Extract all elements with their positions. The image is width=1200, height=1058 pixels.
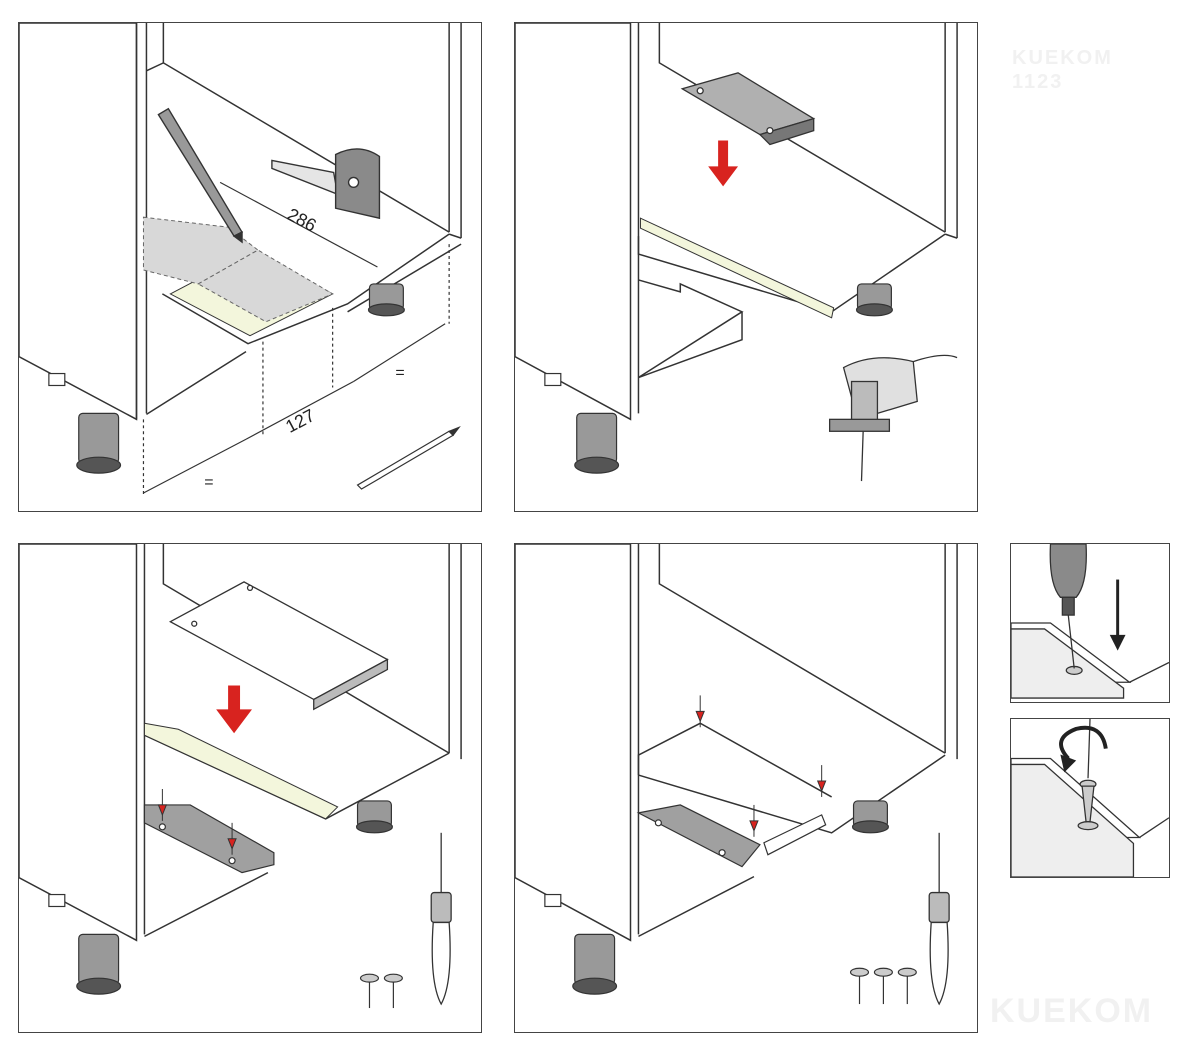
equal-left-dimension-line	[143, 438, 247, 494]
detail-push-panel	[1010, 543, 1170, 703]
detail-rotate-panel	[1010, 718, 1170, 878]
detail-push-illustration	[1011, 544, 1169, 699]
screwdriver-icon	[1049, 544, 1087, 669]
step-1-measure-panel: 286 127 = =	[18, 22, 482, 512]
equal-right-dimension-line	[353, 323, 446, 383]
cabinet-foot-right	[855, 283, 893, 317]
cut-edge-highlight	[143, 722, 339, 820]
screwdriver-icon	[430, 832, 452, 1006]
shelf-front-lower	[146, 351, 247, 415]
cutout-step-edge	[638, 279, 744, 379]
cutout-shaded-front	[197, 249, 334, 323]
pencil-floor-icon	[356, 425, 461, 490]
hob-edge	[1011, 763, 1135, 877]
fixing-bracket	[143, 804, 275, 874]
step-2-illustration	[515, 23, 958, 482]
shelf-front-edge	[162, 233, 450, 345]
cabinet-foot-right	[355, 800, 393, 834]
hob-fixing-bracket	[636, 804, 761, 868]
hob-template-plate	[680, 72, 816, 146]
step-2-cut-panel	[514, 22, 978, 512]
step-4-fix-panel	[514, 543, 978, 1033]
cabinet-left-side	[19, 544, 138, 942]
down-arrow-icon	[216, 685, 252, 734]
shelf-right-edge	[448, 233, 462, 239]
shelf-right-edge	[944, 233, 958, 239]
tape-measure-icon	[271, 148, 381, 220]
down-arrow-icon	[708, 140, 739, 187]
countertop-back-line	[1129, 661, 1169, 683]
cabinet-foot-right	[851, 800, 889, 834]
countertop-back-line	[1139, 817, 1169, 839]
cabinet-back-panel	[162, 544, 450, 754]
shelf-lower-edge	[638, 875, 755, 938]
screw-icon	[1077, 779, 1099, 831]
hob-connector-box	[763, 814, 827, 856]
cabinet-foot-left	[544, 372, 620, 474]
pencil-icon	[157, 107, 244, 244]
detail-rotate-illustration	[1011, 719, 1169, 877]
step-3-illustration	[19, 544, 462, 1009]
screw-icon	[157, 788, 237, 855]
cabinet-left-side	[515, 544, 632, 942]
rotate-arrow-icon	[1059, 725, 1108, 773]
screw-icon	[695, 695, 827, 837]
hob-unit	[168, 581, 389, 711]
cut-edge-highlight	[639, 217, 835, 319]
screw-pair-icon	[359, 973, 403, 1009]
depth-dimension-label: 286	[284, 204, 320, 236]
shelf-front-edge	[637, 233, 946, 313]
shelf-lower-edge	[144, 871, 269, 938]
equal-right-label: =	[395, 365, 404, 382]
width-dimension-line	[245, 380, 354, 440]
screw-set-icon	[849, 967, 917, 1005]
screwdriver-icon	[928, 832, 950, 1006]
step-3-insert-panel	[18, 543, 482, 1033]
shelf-right-lower	[347, 243, 462, 313]
step-4-illustration	[515, 544, 958, 1006]
jigsaw-icon	[828, 354, 958, 482]
watermark-bottom: KUEKOM	[990, 992, 1154, 1030]
cabinet-back-panel	[658, 23, 946, 233]
watermark-top: KUEKOM 1123	[1012, 47, 1113, 93]
cabinet-foot-left	[48, 372, 122, 474]
cabinet-inner-top	[146, 62, 164, 72]
down-arrow-icon	[1109, 579, 1126, 651]
cabinet-foot-left	[48, 893, 122, 995]
cabinet-left-side	[515, 23, 632, 421]
step-1-illustration: 286 127 = =	[19, 23, 462, 496]
cabinet-back-panel	[162, 23, 450, 233]
width-dimension-label: 127	[282, 405, 318, 437]
hob-top-outline	[637, 722, 832, 798]
cabinet-foot-right	[367, 283, 405, 317]
shelf-front-edge	[638, 754, 946, 834]
hob-edge	[1011, 628, 1125, 699]
cutout-front-edge	[638, 311, 743, 379]
depth-dimension-line	[219, 181, 378, 268]
cabinet-back-panel	[658, 544, 946, 754]
cabinet-foot-left	[544, 893, 618, 995]
equal-left-label: =	[204, 474, 213, 491]
cabinet-left-side	[19, 23, 138, 421]
